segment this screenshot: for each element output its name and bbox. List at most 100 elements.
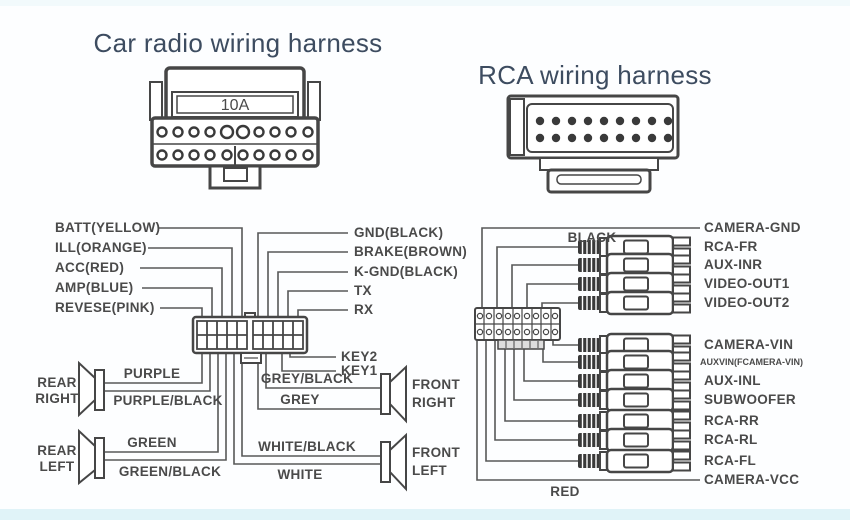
pin-label-key2: KEY2 xyxy=(341,349,377,364)
connector-left-wing xyxy=(149,81,163,121)
wire-brake xyxy=(267,251,348,317)
wire-white-black xyxy=(241,353,380,457)
wire-reverse xyxy=(160,307,203,317)
connector-pins-row2 xyxy=(156,146,314,165)
rca-label-auxvin: AUXVIN(FCAMERA-VIN) xyxy=(700,357,803,367)
wire-video-out2 xyxy=(541,302,578,308)
rca-label-rca-fr: RCA-FR xyxy=(704,239,758,254)
car-radio-connector-icon: 10A xyxy=(149,66,321,190)
top-tint-strip xyxy=(0,0,850,6)
pin-label-ill: ILL(ORANGE) xyxy=(55,240,147,255)
rca-plug-icon-video-out2 xyxy=(576,290,692,316)
wire-rca-fr xyxy=(496,246,578,308)
wire-video-out1 xyxy=(526,283,578,308)
rca-connector-pins xyxy=(535,116,673,143)
footer-strip xyxy=(0,509,850,520)
wire-rca-rl xyxy=(494,340,578,441)
speaker-label-rear-left-1: REAR xyxy=(37,443,76,458)
wire-grey xyxy=(257,353,380,410)
speaker-front-right-icon xyxy=(380,364,407,424)
rca-harness-title: RCA wiring harness xyxy=(478,60,712,90)
radio-plug-left-half xyxy=(196,320,248,350)
rca-label-rca-rl: RCA-RL xyxy=(704,432,758,447)
wire-label-green: GREEN xyxy=(127,435,177,450)
radio-pin-wires xyxy=(104,227,380,465)
wire-auxvin xyxy=(542,340,578,363)
radio-plug-right-half xyxy=(252,320,304,350)
pin-label-key1: KEY1 xyxy=(341,363,378,378)
rca-label-black-wire: BLACK xyxy=(568,230,617,245)
rca-plug-pins xyxy=(476,312,559,336)
radio-harness-title: Car radio wiring harness xyxy=(94,28,383,58)
rca-label-rca-fl: RCA-FL xyxy=(704,453,756,468)
wire-label-green-black: GREEN/BLACK xyxy=(119,464,221,479)
speaker-label-front-left-1: FRONT xyxy=(412,445,460,460)
wire-green xyxy=(104,353,219,453)
pin-label-kgnd: K-GND(BLACK) xyxy=(354,264,458,279)
wire-ill xyxy=(148,247,233,317)
connector-right-wing xyxy=(307,81,321,121)
speaker-label-rear-right-2: RIGHT xyxy=(35,391,79,406)
pin-label-rx: RX xyxy=(354,302,373,317)
radio-plug-connector-icon xyxy=(191,312,309,364)
wire-rca-fl xyxy=(485,340,578,462)
wire-aux-inr xyxy=(511,264,578,308)
rca-label-camera-vin: CAMERA-VIN xyxy=(704,337,793,352)
wire-label-purple-black: PURPLE/BLACK xyxy=(113,393,222,408)
rca-plug-icon-rca-rl xyxy=(576,427,692,453)
wire-camera-vin xyxy=(552,340,578,346)
rca-connector-bottom-tab xyxy=(546,168,652,194)
wire-rx xyxy=(297,309,348,317)
rca-plug-icon-subwoofer xyxy=(576,387,692,413)
wire-green-black xyxy=(104,353,227,461)
speaker-label-rear-left-2: LEFT xyxy=(40,459,75,474)
rca-label-aux-inl: AUX-INL xyxy=(704,373,761,388)
connector-pins-row1 xyxy=(156,124,314,140)
wire-batt xyxy=(158,227,243,317)
pin-label-acc: ACC(RED) xyxy=(55,260,124,275)
rca-plug-bottom-tab xyxy=(497,339,545,350)
pin-label-amp: AMP(BLUE) xyxy=(55,280,133,295)
rca-connector-icon xyxy=(506,94,680,194)
wire-gnd xyxy=(257,232,348,317)
pin-label-brake: BRAKE(BROWN) xyxy=(354,244,467,259)
wire-label-grey: GREY xyxy=(280,392,319,407)
rca-wires xyxy=(476,227,700,481)
speaker-rear-right-icon xyxy=(78,360,105,418)
wire-label-grey-black: GREY/BLACK xyxy=(261,371,353,386)
rca-plug-connector-icon xyxy=(474,307,561,350)
pin-label-gnd: GND(BLACK) xyxy=(354,225,443,240)
wire-camera-gnd xyxy=(481,227,700,308)
rca-label-camera-vcc: CAMERA-VCC xyxy=(704,472,799,487)
wire-purple xyxy=(104,353,203,384)
wire-camera-vcc xyxy=(476,340,700,481)
speaker-label-front-left-2: LEFT xyxy=(412,463,447,478)
speaker-label-front-right-2: RIGHT xyxy=(412,395,456,410)
wire-acc xyxy=(140,267,223,317)
wire-rca-rr xyxy=(504,340,578,422)
rca-label-red-wire: RED xyxy=(550,484,579,499)
wire-white xyxy=(233,353,380,465)
speaker-rear-left-icon xyxy=(78,428,105,486)
wire-amp xyxy=(142,287,213,317)
speaker-label-rear-right-1: REAR xyxy=(37,375,76,390)
wire-kgnd xyxy=(277,271,348,317)
rca-label-video-out2: VIDEO-OUT2 xyxy=(704,295,790,310)
rca-label-subwoofer: SUBWOOFER xyxy=(704,392,796,407)
fuse-label: 10A xyxy=(221,97,250,114)
rca-label-camera-gnd: CAMERA-GND xyxy=(704,220,801,235)
rca-label-video-out1: VIDEO-OUT1 xyxy=(704,276,790,291)
wire-key1 xyxy=(281,353,336,372)
speaker-label-front-right-1: FRONT xyxy=(412,377,460,392)
wire-key2 xyxy=(289,353,336,358)
wire-purple-black xyxy=(104,353,211,392)
wire-label-purple: PURPLE xyxy=(124,366,181,381)
wire-tx xyxy=(287,290,348,317)
speaker-front-left-icon xyxy=(380,432,407,492)
rca-label-aux-inr: AUX-INR xyxy=(704,257,762,272)
pin-label-tx: TX xyxy=(354,283,372,298)
rca-plug-icon-rca-fl xyxy=(576,448,692,474)
pin-label-reverse: REVESE(PINK) xyxy=(55,300,155,315)
wire-label-white-black: WHITE/BLACK xyxy=(258,439,356,454)
